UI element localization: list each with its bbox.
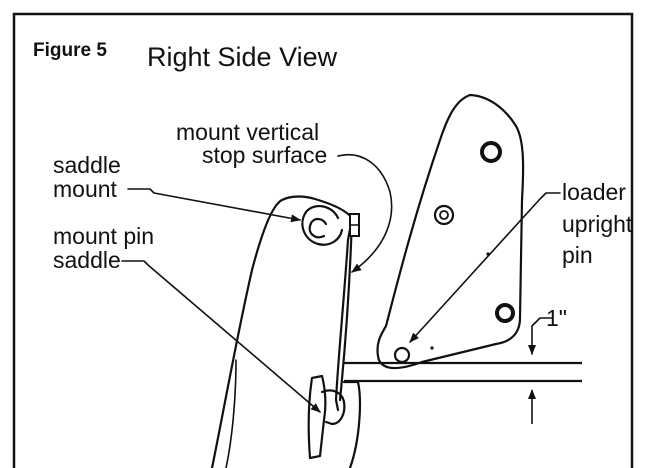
figure-title: Right Side View xyxy=(147,42,338,72)
loader-dot-2 xyxy=(430,346,434,350)
loader-leader xyxy=(409,192,561,343)
saddle-mount-label-2: mount xyxy=(53,176,118,202)
loader-hole-middle-inner xyxy=(439,210,449,220)
saddle-mount-label-1: saddle xyxy=(53,152,121,178)
saddle-cup-inner xyxy=(308,217,328,239)
mount-pin-label-2: saddle xyxy=(53,247,121,273)
loader-label-2: upright xyxy=(562,211,633,237)
loader-upright-pin xyxy=(393,346,411,364)
mount-lower-body xyxy=(342,380,362,468)
saddle-mount-leader xyxy=(127,188,301,223)
mount-arm-front-edge xyxy=(338,216,354,402)
mount-arm-inner-edge xyxy=(225,359,237,468)
mount-vertical-label-1: mount vertical xyxy=(176,119,319,145)
dimension-leader xyxy=(528,317,553,355)
loader-upright-plate xyxy=(376,93,525,370)
mount-pin-label-1: mount pin xyxy=(53,223,154,249)
mount-pin-saddle xyxy=(307,374,327,460)
mount-vertical-leader xyxy=(337,153,393,273)
loader-label-1: loader xyxy=(562,179,626,205)
loader-hole-middle xyxy=(433,204,455,226)
mount-pin-leader xyxy=(121,260,321,413)
figure-frame xyxy=(12,12,634,468)
saddle-mount xyxy=(301,204,344,246)
loader-hole-bottom xyxy=(495,303,515,323)
mount-arm-outline xyxy=(210,195,354,468)
loader-label-3: pin xyxy=(562,242,593,268)
figure-number: Figure 5 xyxy=(33,40,107,61)
loader-hole-top xyxy=(480,141,502,163)
mount-vertical-label-2: stop surface xyxy=(202,142,327,168)
mount-pin-saddle-body xyxy=(320,389,346,426)
dimension-label: 1" xyxy=(546,305,567,331)
